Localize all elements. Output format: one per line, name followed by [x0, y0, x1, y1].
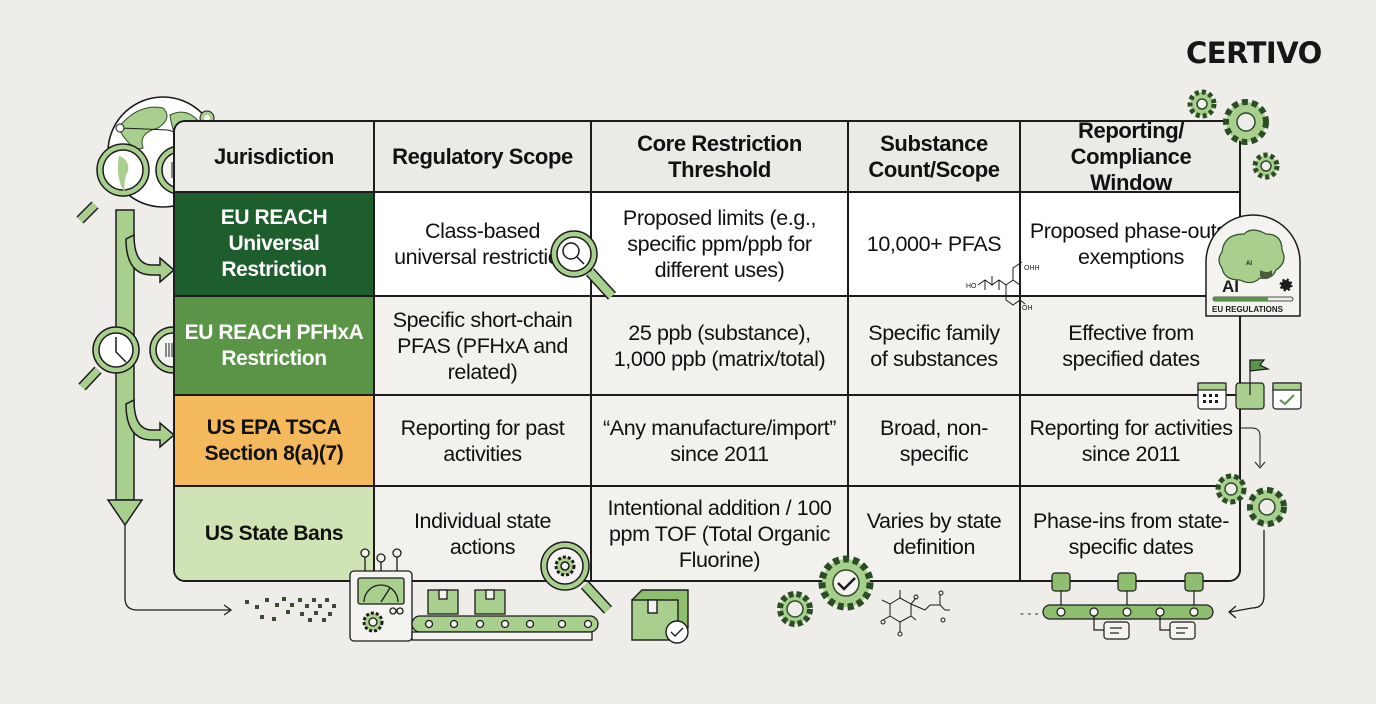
pixel-pattern: [245, 597, 336, 622]
magnifier-globe-icon: [76, 143, 150, 224]
header-jurisdiction: Jurisdiction: [175, 122, 375, 193]
substances-cell: Specific family of substances: [849, 297, 1021, 396]
threshold-cell: Intentional addition / 100 ppm TOF (Tota…: [592, 487, 849, 580]
substances-cell: 10,000+ PFAS: [849, 193, 1021, 297]
window-cell: Proposed phase-outs/ exemptions: [1021, 193, 1239, 297]
header-substance-count: Substance Count/Scope: [849, 122, 1021, 193]
window-cell: Phase-ins from state-specific dates: [1021, 487, 1239, 580]
jurisdiction-us-epa-tsca: US EPA TSCA Section 8(a)(7): [175, 396, 375, 487]
scope-cell: Individual state actions: [375, 487, 592, 580]
substances-cell: Varies by state definition: [849, 487, 1021, 580]
scope-cell: Reporting for past activities: [375, 396, 592, 487]
header-reporting-window: Reporting/ Compliance Window: [1021, 122, 1239, 195]
magnifier-clock-icon: [78, 326, 140, 391]
threshold-cell: 25 ppb (substance), 1,000 ppb (matrix/to…: [592, 297, 849, 396]
pfas-regulation-table: Jurisdiction Regulatory Scope Core Restr…: [173, 120, 1241, 582]
header-core-restriction-threshold: Core Restriction Threshold: [592, 122, 849, 193]
jurisdiction-eu-reach-pfhxa: EU REACH PFHxA Restriction: [175, 297, 375, 396]
certivo-logo: CERTIVO: [1186, 36, 1322, 70]
jurisdiction-us-state-bans: US State Bans: [175, 487, 375, 580]
window-cell: Effective from specified dates: [1021, 297, 1239, 396]
threshold-cell: “Any manufacture/import” since 2011: [592, 396, 849, 487]
window-cell: Reporting for activities since 2011: [1021, 396, 1239, 487]
jurisdiction-eu-reach-universal: EU REACH Universal Restriction: [175, 193, 375, 297]
flow-line-bottom: [124, 525, 230, 611]
header-regulatory-scope: Regulatory Scope: [375, 122, 592, 193]
threshold-cell: Proposed limits (e.g., specific ppm/ppb …: [592, 193, 849, 297]
scope-cell: Class-based universal restriction: [375, 193, 592, 297]
scope-cell: Specific short-chain PFAS (PFHxA and rel…: [375, 297, 592, 396]
substances-cell: Broad, non-specific: [849, 396, 1021, 487]
